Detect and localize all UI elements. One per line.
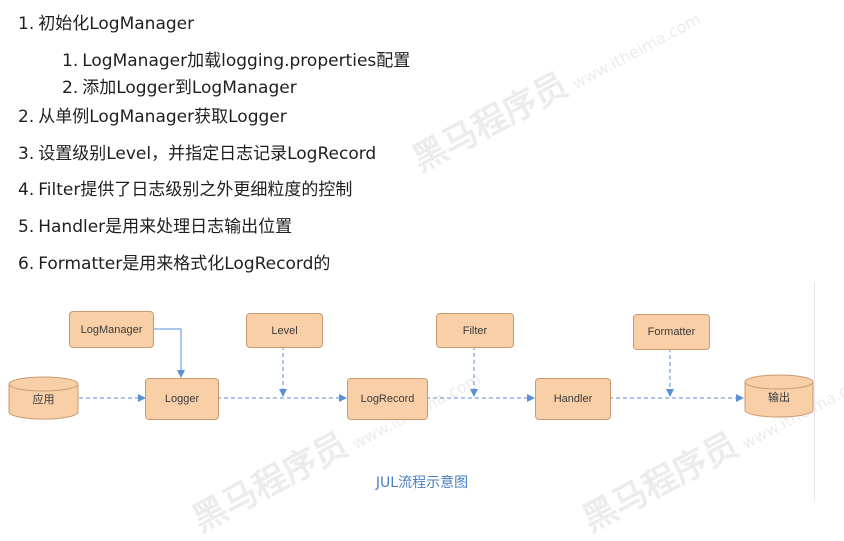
list-item: 2.添加Logger到LogManager	[62, 77, 297, 99]
list-text: Filter提供了日志级别之外更细粒度的控制	[38, 180, 353, 200]
logger-label: Logger	[164, 393, 200, 405]
list-text: Formatter是用来格式化LogRecord的	[38, 254, 331, 274]
list-number: 2.	[62, 78, 79, 98]
list-text: LogManager加载logging.properties配置	[82, 51, 411, 71]
list-item: 3.设置级别Level，并指定日志记录LogRecord	[18, 143, 376, 165]
list-number: 1.	[62, 51, 79, 71]
logmanager-label: LogManager	[80, 323, 143, 336]
list-item: 1.LogManager加载logging.properties配置	[62, 50, 410, 72]
level-node: Level	[246, 313, 323, 348]
level-label: Level	[271, 324, 298, 337]
app-label: 应用	[32, 394, 55, 406]
formatter-label: Formatter	[647, 326, 696, 338]
output-label: 输出	[768, 392, 790, 404]
list-text: 设置级别Level，并指定日志记录LogRecord	[38, 144, 377, 164]
list-text: Handler是用来处理日志输出位置	[38, 217, 293, 237]
list-item: 2.从单例LogManager获取Logger	[18, 106, 287, 128]
handler-label: Handler	[553, 393, 593, 405]
logger-node: Logger	[145, 378, 219, 420]
list-number: 1.	[18, 14, 35, 34]
logrecord-node: LogRecord	[347, 378, 428, 420]
list-text: 初始化LogManager	[38, 14, 195, 34]
filter-label: Filter	[462, 324, 488, 337]
list-item: 5.Handler是用来处理日志输出位置	[18, 216, 292, 238]
list-number: 2.	[18, 107, 35, 127]
arrow-logmanager-logger	[152, 328, 185, 378]
output-node: 输出	[744, 374, 814, 418]
list-number: 5.	[18, 217, 35, 237]
database-cylinder-icon	[8, 376, 79, 420]
frame-divider	[814, 282, 815, 501]
handler-node: Handler	[535, 378, 611, 420]
list-item: 4.Filter提供了日志级别之外更细粒度的控制	[18, 179, 352, 201]
filter-node: Filter	[436, 313, 514, 348]
list-text: 从单例LogManager获取Logger	[38, 107, 287, 127]
logmanager-node: LogManager	[69, 311, 154, 348]
list-item: 6.Formatter是用来格式化LogRecord的	[18, 253, 330, 275]
diagram-caption: JUL流程示意图	[375, 475, 469, 491]
formatter-node: Formatter	[633, 314, 710, 350]
list-number: 6.	[18, 254, 35, 274]
logrecord-label: LogRecord	[360, 393, 415, 405]
diagram-arrows	[79, 328, 744, 402]
database-cylinder-icon	[744, 374, 814, 418]
list-number: 4.	[18, 180, 35, 200]
app-node: 应用	[8, 376, 79, 420]
list-text: 添加Logger到LogManager	[82, 78, 297, 98]
list-item: 1.初始化LogManager	[18, 13, 194, 35]
list-number: 3.	[18, 144, 35, 164]
